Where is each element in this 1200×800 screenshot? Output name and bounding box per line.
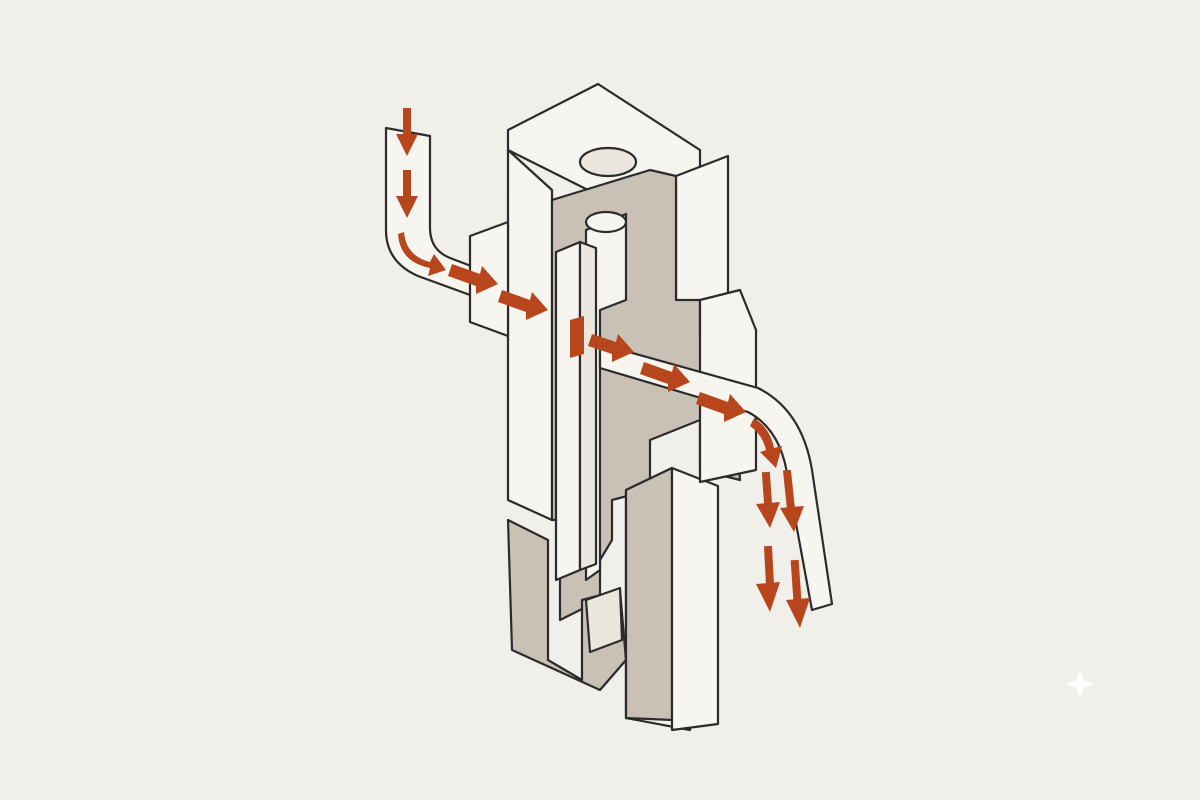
front-column-cut	[624, 466, 674, 722]
flow-arrow-icon	[398, 232, 446, 276]
flow-arrow-icon	[780, 469, 804, 532]
inner-bore-top	[584, 210, 628, 234]
front-column-right	[670, 466, 720, 732]
top-block-left	[506, 148, 554, 522]
flow-arrow-icon	[696, 392, 746, 422]
valve-stem-side	[578, 240, 598, 572]
sparkle-icon	[1066, 670, 1094, 698]
flow-arrow-icon	[570, 316, 584, 358]
flow-arrows	[396, 108, 810, 628]
outlet-pipe	[598, 342, 834, 612]
flow-arrow-icon	[786, 559, 810, 628]
flow-arrow-icon	[498, 290, 548, 320]
lower-seat	[584, 586, 624, 654]
flow-arrow-icon	[640, 362, 690, 392]
flow-arrow-icon	[396, 170, 418, 218]
valve-stem	[554, 240, 582, 582]
flow-arrow-icon	[756, 545, 780, 612]
flow-arrow-icon	[750, 418, 782, 468]
flow-arrow-icon	[756, 471, 780, 528]
top-bore	[578, 146, 638, 178]
flow-arrow-icon	[588, 334, 634, 362]
flow-arrow-icon	[448, 264, 498, 294]
flow-arrow-icon	[396, 108, 418, 156]
